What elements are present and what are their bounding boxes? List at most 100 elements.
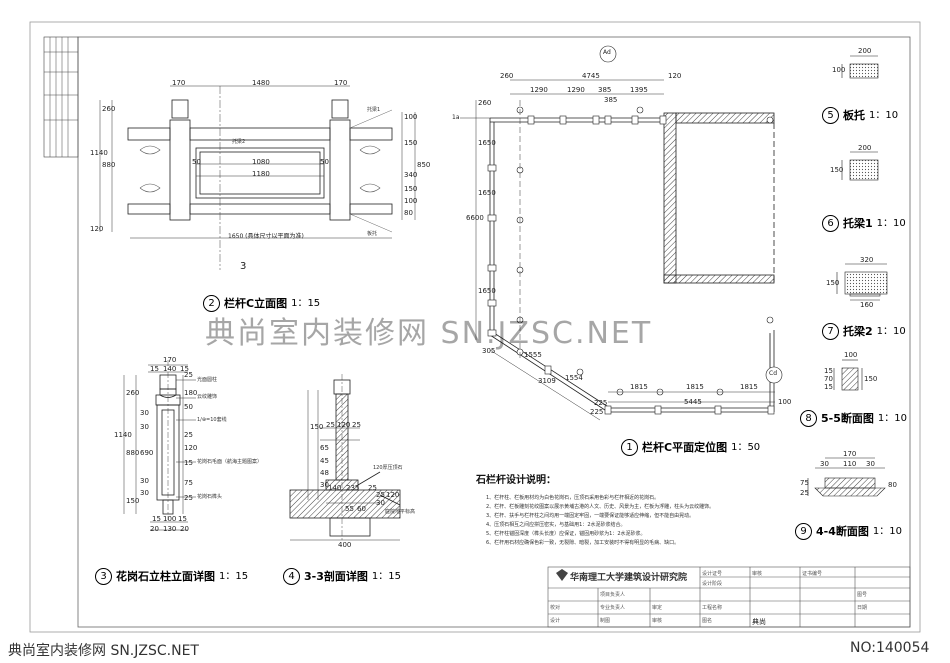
dim: 1290 — [567, 86, 585, 94]
design-note: 1、栏杆柱、栏板用材均为白色花岗石，压顶石采用色彩与栏杆相近的花岗石。 — [486, 495, 660, 501]
dim: 100 — [832, 66, 846, 74]
dim: 48 — [320, 469, 329, 477]
dim: 340 — [404, 171, 418, 179]
title-section-5-5: 8 5-5断面图 1：10 — [800, 410, 907, 427]
tb-cell: 项目负责人 — [600, 592, 626, 598]
dim: 50 — [184, 403, 193, 411]
dim: 25 — [800, 489, 809, 497]
plan-axis-bubbles — [599, 45, 783, 384]
dim: 80 — [404, 209, 413, 217]
title-section: 4 3-3剖面详图 1：15 — [283, 568, 401, 585]
dim: 80 — [888, 481, 897, 489]
tb-cell: 制图 — [600, 618, 611, 624]
drawing-frame — [77, 36, 911, 628]
title-section-4-4: 9 4-4断面图 1：10 — [795, 523, 902, 540]
dim: 25 — [352, 421, 361, 429]
dim: 45 — [320, 457, 329, 465]
title-bracket: 5 板托 1：10 — [822, 107, 898, 124]
dim: 15 — [824, 383, 833, 391]
dim: 1650 — [478, 139, 496, 147]
dim: 225 — [594, 399, 608, 407]
dim: 75 — [800, 479, 809, 487]
dim: 30 — [866, 460, 875, 468]
title-beam-2: 7 托梁2 1：10 — [822, 323, 906, 340]
title-post: 3 花岗石立柱立面详图 1：15 — [95, 568, 248, 585]
dim: 170 — [334, 79, 348, 87]
dim: 65 — [320, 444, 329, 452]
dim: 170 — [163, 356, 177, 364]
detail-number-4: 4 — [283, 568, 300, 585]
design-note: 4、压顶石相互之间应拼压密实，与基础用1：2水泥砂浆结合。 — [486, 522, 626, 528]
section-note: 庭院地平标高 — [385, 509, 416, 515]
dim: 1140 — [90, 149, 108, 157]
axis-label: Cd — [769, 370, 777, 377]
dim: 70 — [824, 375, 833, 383]
dim: 6600 — [466, 214, 484, 222]
dim: 150 — [404, 185, 418, 193]
dim: 100 — [404, 113, 418, 121]
dim: 1290 — [530, 86, 548, 94]
dim: 100 — [163, 515, 177, 523]
dim: 15 — [178, 515, 187, 523]
dim: 1395 — [630, 86, 648, 94]
dim: 75 — [184, 479, 193, 487]
dim: 150 — [830, 166, 844, 174]
dim: 140 — [328, 484, 342, 492]
dim: 690 — [140, 449, 154, 457]
dim: 120 — [386, 491, 400, 499]
dim: 180 — [184, 389, 198, 397]
dim: 30 — [140, 409, 149, 417]
dim: 260 — [126, 389, 140, 397]
dim: 25 — [184, 494, 193, 502]
dim: 150 — [826, 279, 840, 287]
sheet-border — [29, 21, 921, 633]
post-note: 云纹雕饰 — [197, 394, 218, 400]
footer-drawing-number: NO:140054 — [850, 640, 930, 656]
dim: 200 — [858, 144, 872, 152]
dim: 385 — [604, 96, 618, 104]
dim: 235 — [346, 484, 360, 492]
tb-cell: 校对 — [550, 605, 561, 611]
design-note: 2、栏杆、栏板雕刻花纹图案以展示黄埔古港的人文、历史、风景为主，栏板为浮雕，柱头… — [486, 504, 715, 510]
title-elevation: 2 栏杆C立面图 1：15 — [203, 295, 320, 312]
dim: 260 — [478, 99, 492, 107]
tb-cell: 专业负责人 — [600, 605, 626, 611]
dim: 1555 — [524, 351, 542, 359]
dim: 1480 — [252, 79, 270, 87]
dim: 15 — [824, 367, 833, 375]
dim: 20 — [150, 525, 159, 533]
dim: 15 — [150, 365, 159, 373]
dim: 20 — [180, 525, 189, 533]
tb-cell: 审定 — [652, 605, 663, 611]
dim: 150 — [126, 497, 140, 505]
dim: 130 — [163, 525, 177, 533]
detail-number-9: 9 — [795, 523, 812, 540]
label-beam-1: 托梁1 — [367, 107, 381, 113]
dim: 120 — [668, 72, 682, 80]
dim: 25 — [184, 371, 193, 379]
dim: 100 — [404, 197, 418, 205]
dim: 1815 — [686, 383, 704, 391]
railing-plan — [489, 112, 775, 413]
design-note: 3、栏杆、扶手与栏杆柱之间均用一端固定牢固，一端要保证能够适应伸缩，但不能自由晃… — [486, 513, 695, 519]
binding-strip — [43, 36, 79, 158]
post-dim-lines — [123, 364, 196, 531]
dim: 1180 — [252, 170, 270, 178]
plan-posts — [487, 106, 775, 415]
tb-cell: 证书编号 — [802, 571, 823, 577]
dim: 1554 — [565, 374, 583, 382]
tb-cell: 工程名称 — [702, 605, 723, 611]
granite-post — [155, 360, 181, 520]
dim: 160 — [860, 301, 874, 309]
institute-name: 华南理工大学建筑设计研究院 — [570, 573, 688, 583]
dim: 55 — [345, 505, 354, 513]
label-beam-2: 托梁2 — [232, 139, 246, 145]
design-note: 6、栏杆用石材应确保色彩一致，无裂隙、暗裂，加工安装时不得有明显的毛病、缺口。 — [486, 540, 680, 546]
dim: 1650 — [478, 189, 496, 197]
section-note: 120厚压顶石 — [373, 465, 403, 471]
post-note: 花岗石毛面（航海主题图案） — [197, 459, 263, 465]
railing-elevation — [127, 86, 393, 270]
tb-cell: 设计阶段 — [702, 581, 723, 587]
dim: 385 — [598, 86, 612, 94]
dim: 170 — [172, 79, 186, 87]
